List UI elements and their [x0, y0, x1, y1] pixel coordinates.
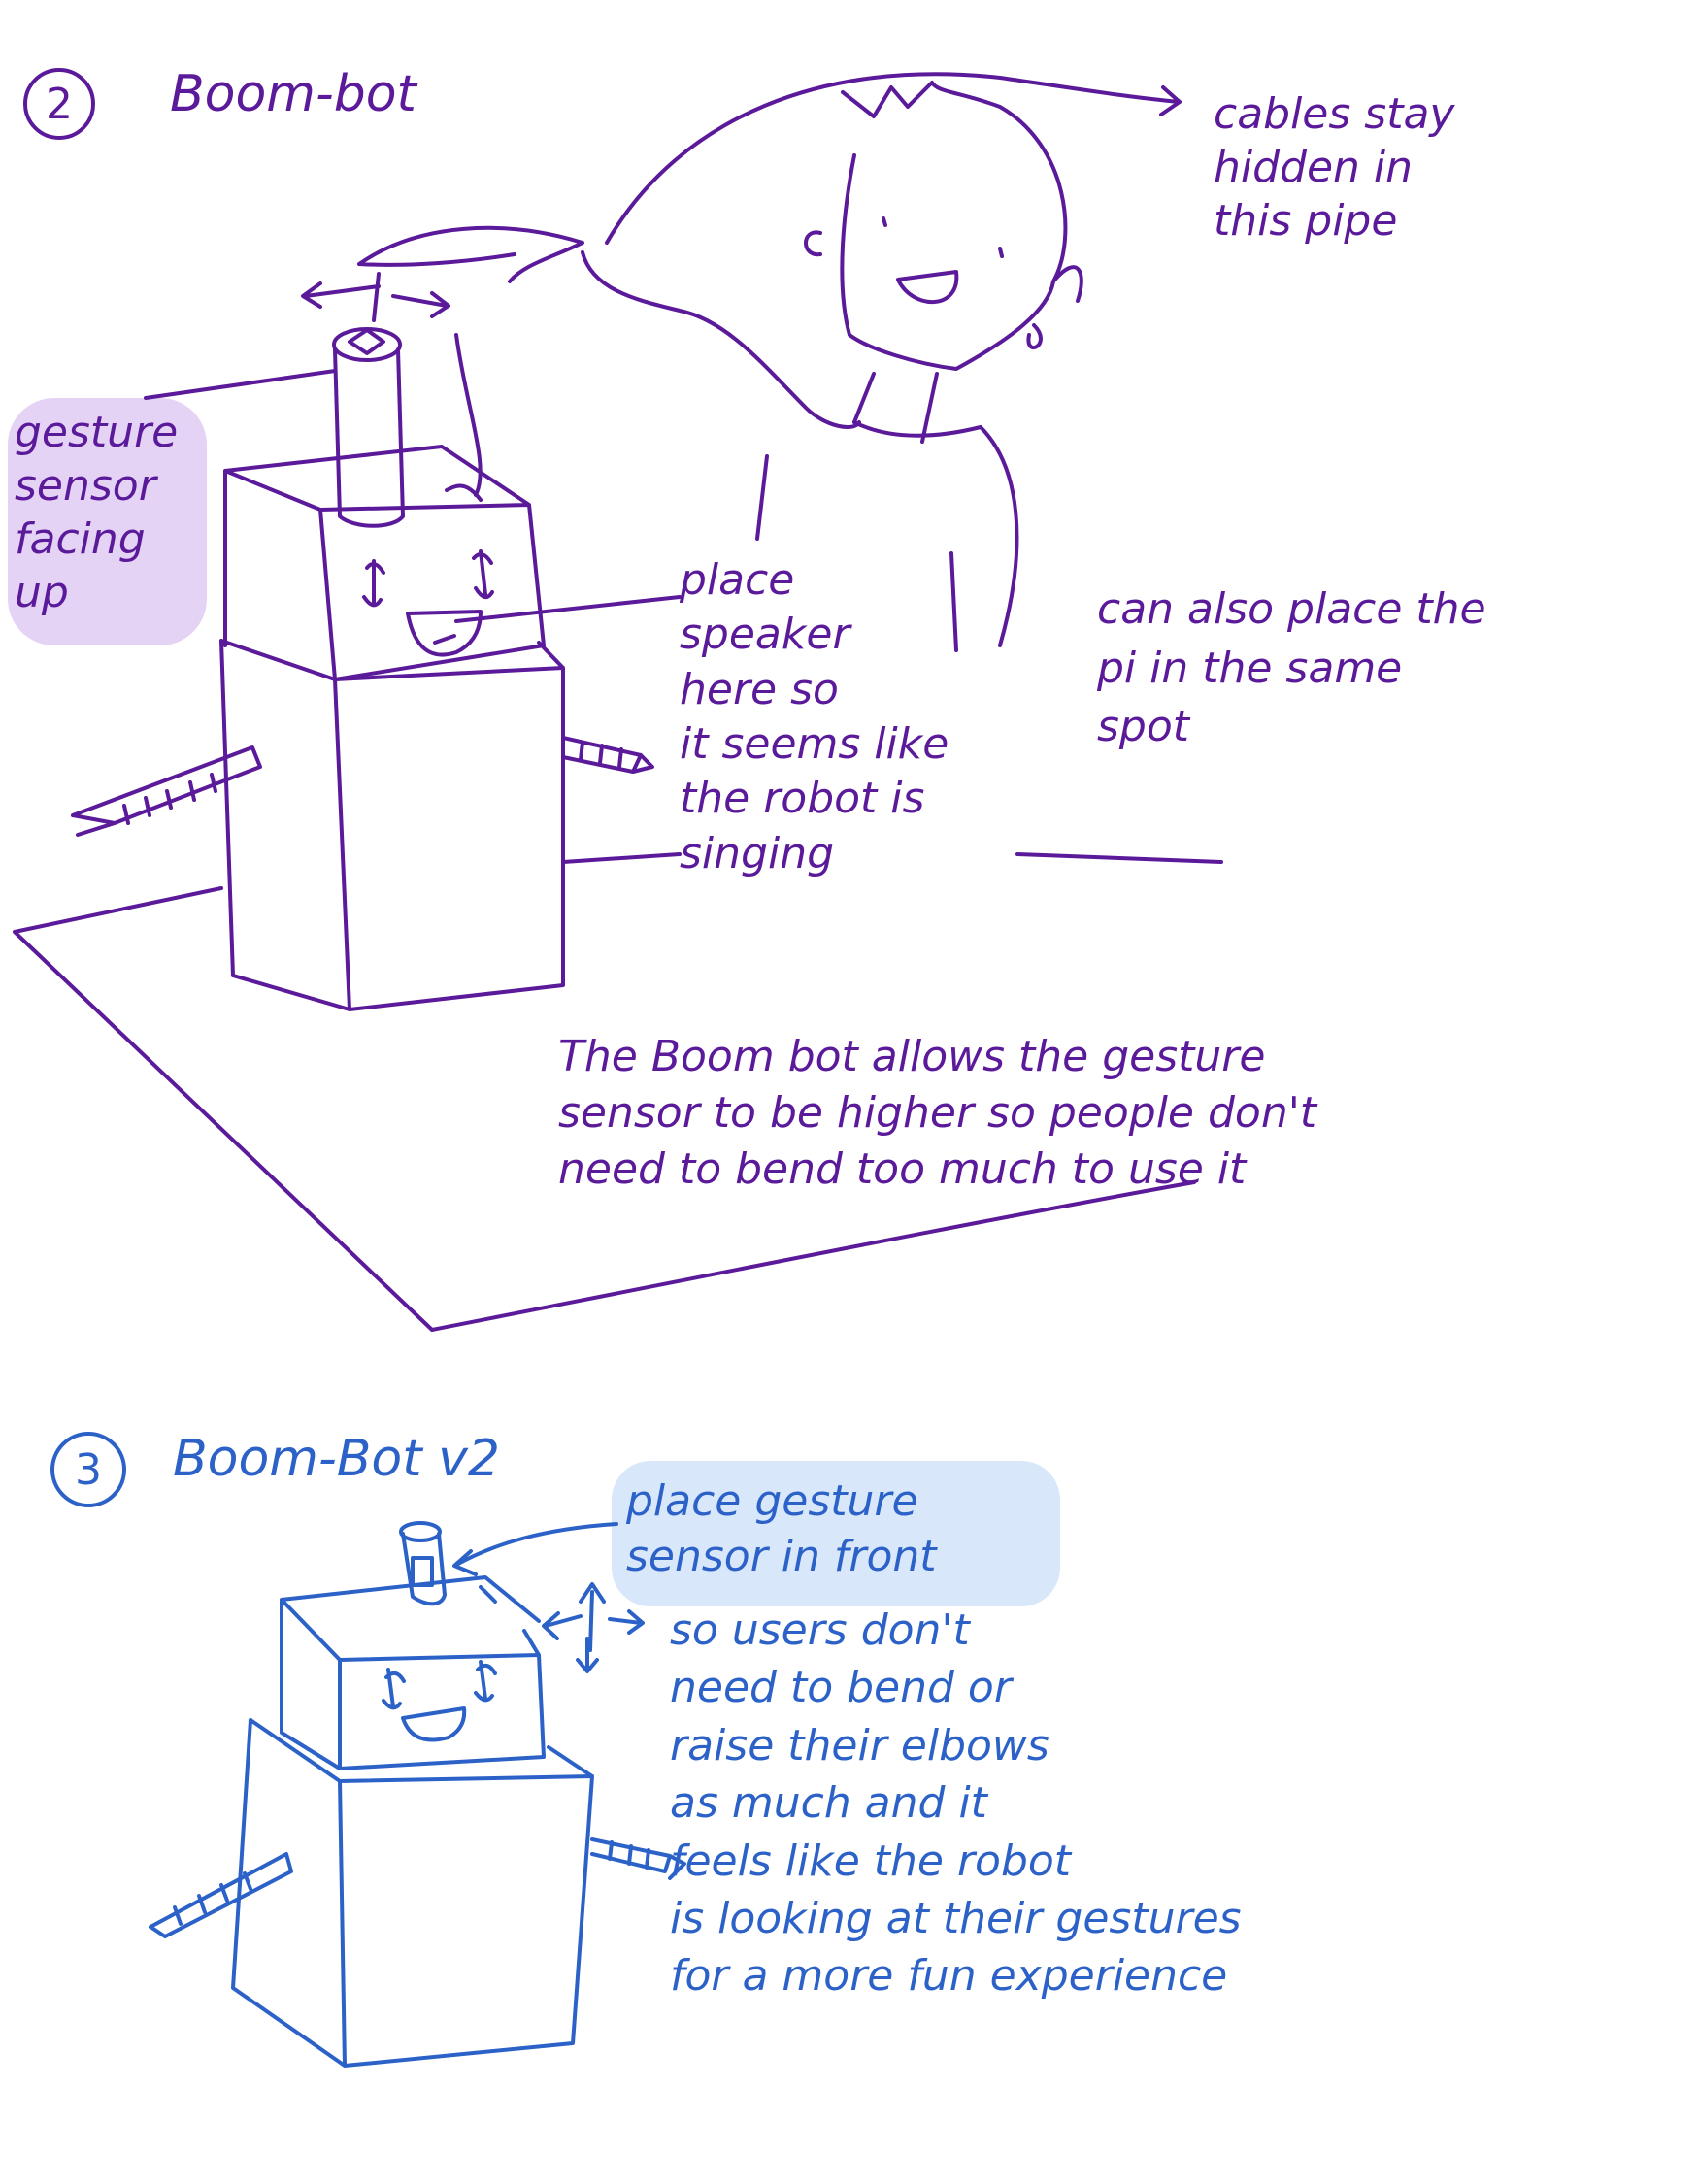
v2-sensor-top: [399, 1521, 442, 1542]
table-line: [561, 852, 1223, 864]
person-ear: [1026, 323, 1043, 350]
boombot-v2-drawing: [149, 1521, 686, 2068]
section-2-number: 2: [23, 68, 95, 140]
head-eye-left: [362, 559, 385, 608]
cables-note: cables stay hidden in this pipe: [1214, 89, 1455, 246]
pi-note: can also place the pi in the same spot: [1097, 584, 1486, 752]
person-mouth: [896, 270, 959, 304]
right-arm: [561, 736, 654, 774]
person-neck: [852, 372, 939, 444]
gesture-sensor-highlight: [8, 398, 207, 645]
section-2-title: Boom-bot: [170, 65, 416, 123]
pipe: [333, 347, 405, 528]
v2-arrow-down: [576, 1637, 599, 1673]
sensor-square: [348, 328, 385, 355]
v2-eye-left: [382, 1668, 406, 1710]
v2-mouth: [401, 1706, 467, 1742]
v2-arrow-up: [579, 1582, 606, 1652]
person-head: [840, 81, 1083, 371]
gesture-sensor-note: gesture sensor facing up: [15, 408, 179, 617]
motion-arrow-up: [372, 272, 381, 322]
section-3-number: 3: [50, 1432, 126, 1507]
motion-arrow-left: [301, 281, 381, 309]
person-arm: [581, 250, 861, 429]
person-eye-right: [998, 247, 1004, 258]
v2-left-arm: [149, 1852, 293, 1938]
gesture-sensor-line: [144, 369, 337, 400]
person-shoulder: [755, 420, 1019, 652]
left-arm: [71, 745, 262, 837]
v2-lower-body-box: [231, 1718, 594, 2068]
head-eye-right: [472, 549, 494, 600]
cables-arrow: [605, 72, 1182, 245]
v2-eye-right: [474, 1660, 497, 1703]
v2-arrow-right: [608, 1609, 645, 1635]
gesture-front-note: place gesture sensor in front: [626, 1476, 937, 1582]
v2-corner-mark: [479, 1585, 497, 1604]
speaker-note: place speaker here so it seems like the …: [680, 555, 949, 878]
head-box: [223, 445, 546, 681]
head-mouth: [406, 610, 483, 657]
table-surface: [13, 886, 1196, 1332]
v2-sensor-face: [411, 1556, 434, 1587]
motion-arrow-right: [391, 291, 450, 318]
v2-arrow-left: [542, 1611, 583, 1640]
pipe-top: [332, 327, 402, 362]
v2-pointer-line: [452, 1522, 618, 1576]
person-c-mark: [804, 230, 822, 257]
v2-right-arm: [590, 1837, 686, 1880]
summary-note: The Boom bot allows the gesture sensor t…: [558, 1032, 1317, 1195]
lower-body-box: [219, 639, 565, 1011]
v2-explanation-note: so users don't need to bend or raise the…: [670, 1605, 1242, 2002]
speaker-line: [454, 595, 682, 623]
gesture-front-highlight: [612, 1461, 1060, 1606]
section-3-title: Boom-Bot v2: [173, 1430, 500, 1488]
person-eye-left: [882, 216, 887, 227]
boombot-drawing: [13, 72, 1223, 1332]
person-hand: [357, 225, 584, 502]
v2-sensor: [401, 1532, 447, 1606]
v2-head-box: [280, 1575, 546, 1770]
